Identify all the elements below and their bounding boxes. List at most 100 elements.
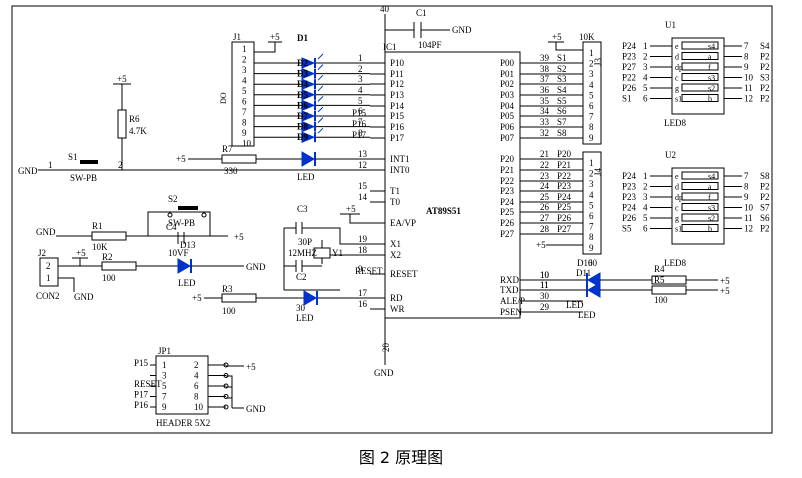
vcc-ea: +5 [346,204,356,214]
led-bank-ref: D1 [297,33,308,43]
ic1-pin-30: 30 [540,291,550,301]
net-s1: S1 [557,53,567,63]
j4-body [582,151,602,255]
j3-pin-7: 7 [589,112,594,122]
u2-pins-segment [681,213,719,222]
led-rd [303,290,317,306]
u1-pins-pin-1: 1 [643,41,648,51]
jp1-right-wires [226,365,244,409]
ic1-pin-38: 38 [540,64,550,74]
u2-pins-seg-s4: s4 [708,172,715,181]
r2-resistor [101,261,137,271]
r6-value: 4.7K [129,126,147,136]
gnd-ic1: GND [374,368,394,378]
ic1-pin-15: 15 [358,181,368,191]
net-p25: P25 [557,202,572,212]
jp1-pin-5: 5 [162,381,167,391]
u2-pins-segment [681,203,719,211]
j3-pin-8: 8 [589,122,594,132]
u2-pins-seg-s1: s1 [675,225,682,234]
ic1-pin-37: 37 [540,74,550,84]
ic1-pin-10: 10 [540,270,550,280]
u2-pins-net-p26: P26 [622,213,637,223]
ic1-pin-name-reset: RESET [390,269,418,279]
u2-body [671,167,725,245]
u2-pins-pin-3: 3 [643,192,648,202]
vcc-r5: +5 [720,286,730,296]
r4-ref: R4 [654,264,665,274]
vcc-r7: +5 [176,154,186,164]
j2-ref: J2 [38,248,46,258]
u1-pins-segment [681,94,719,102]
x1-pin: 19 [358,234,368,244]
j1-pin-2: 2 [242,55,247,65]
vcc-r6: +5 [117,74,127,84]
u2-pins-net-p23: P23 [622,182,637,192]
u1-ref: U1 [665,20,676,30]
led-ref-D7: D7 [297,111,308,121]
j4-pin-9: 9 [589,243,594,253]
led-D8 [301,120,316,133]
u2-pins-pin-2: 2 [643,182,648,192]
ic1-body [384,51,521,319]
j4-pin-4: 4 [589,190,594,200]
j3-vcc-wire [548,41,583,51]
r45-value: 100 [654,295,668,305]
ic1-pin-39: 39 [540,53,550,63]
ic1-pin-29: 29 [540,302,550,312]
u1-pins-net-p26: P26 [622,83,637,93]
j2-name: CON2 [36,291,60,301]
ic1-pin-25: 25 [540,192,550,202]
ic1-pin-name-t0: T0 [390,197,400,207]
c1-ref: C1 [416,8,427,18]
u2-pins-seg-s2: s2 [708,214,715,223]
net-p16: P16 [352,119,367,129]
gnd-j2: GND [74,292,94,302]
u2-pins-net-s7: S7 [760,203,770,213]
led-int1-label: LED [297,172,315,182]
j3-pin-4: 4 [589,80,594,90]
u1-pins-net-p22: P22 [622,73,636,83]
j1-pin-8: 8 [242,118,247,128]
j2-wires [58,257,88,292]
ic1-pin-26: 26 [540,202,550,212]
j3-val: 10K [579,32,595,42]
c3-ref: C3 [297,204,308,214]
s2-type: SW-PB [168,218,195,228]
ic1-pin-33: 33 [540,117,550,127]
s2-ref: S2 [168,194,178,204]
j3-pin-3: 3 [589,69,594,79]
u1-pins-segment [681,73,719,81]
ic1-pin-27: 27 [540,213,550,223]
u1-pins-pin-5: 5 [643,83,648,93]
r7-resistor [221,154,257,164]
u1-pins-segment [681,83,719,92]
jp1-ref: JP1 [158,346,171,356]
ic1-pin-name-p00: P00 [500,58,515,68]
u2-pins-seg-d: d [675,183,679,192]
j1-body [231,41,255,147]
gnd-r1: GND [36,227,56,237]
net-p22: P22 [557,171,571,181]
net-jp1-reset: RESET [134,379,162,389]
j2-body [39,257,59,287]
ic1-pin-3: 3 [358,74,363,84]
r5-ref: R5 [654,275,665,285]
r6-resistor [117,109,127,139]
d13-ref: D13 [180,240,196,250]
c1-capacitor [385,22,450,38]
u2-pins-net-p2: P2 [760,182,770,192]
ic1-pin-name-p12: P12 [390,79,404,89]
jp1-name: HEADER 5X2 [156,418,210,428]
r2-value: 100 [102,273,116,283]
ic1-pin-name-p25: P25 [500,207,515,217]
u2-pins-seg-a: a [708,183,712,192]
drawing-frame [11,5,773,434]
u2-pins-pin-9: 9 [744,192,749,202]
led-rd-label: LED [296,313,314,323]
u1-pins-net-p27: P27 [622,62,637,72]
u1-pins-net-p24: P24 [622,41,637,51]
j1-pin-6: 6 [242,97,247,107]
r3-resistor [221,293,257,303]
